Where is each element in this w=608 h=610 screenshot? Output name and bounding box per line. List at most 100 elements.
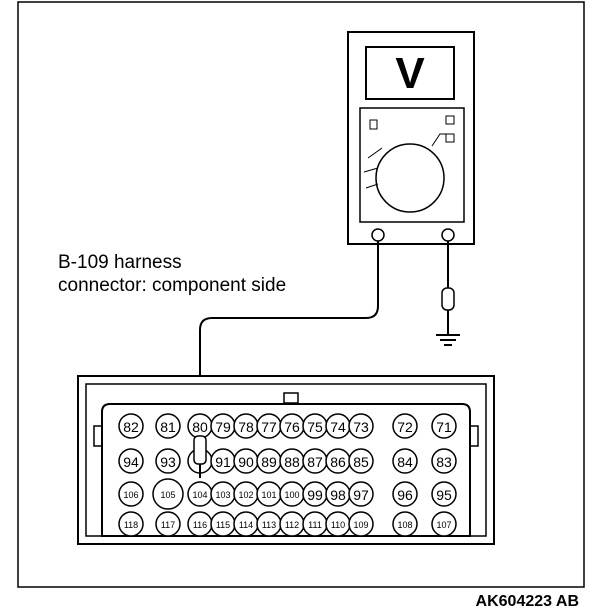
connector-pin-79: 79 xyxy=(210,413,236,439)
connector-pin-102: 102 xyxy=(233,481,259,507)
connector-pin-111: 111 xyxy=(302,511,328,537)
pin-circle xyxy=(118,448,144,474)
connector-pin-75: 75 xyxy=(302,413,328,439)
pin-circle xyxy=(392,448,418,474)
probe-tip-icon xyxy=(193,435,207,465)
connector-pin-87: 87 xyxy=(302,448,328,474)
pin-number: 109 xyxy=(353,520,368,530)
connector-pin-93: 93 xyxy=(155,448,181,474)
pin-number: 87 xyxy=(307,454,323,470)
connector-pin-73: 73 xyxy=(348,413,374,439)
harness-label-line1: B-109 harness xyxy=(58,252,182,273)
pin-circle xyxy=(348,413,374,439)
dial-pointer xyxy=(431,133,446,147)
pin-number: 101 xyxy=(261,490,276,500)
pin-number: 103 xyxy=(215,490,230,500)
pin-circle xyxy=(392,511,418,537)
pin-circle xyxy=(348,481,374,507)
pin-number: 95 xyxy=(436,487,452,503)
connector-pin-107: 107 xyxy=(431,511,457,537)
pin-circle xyxy=(431,448,457,474)
pin-circle xyxy=(392,413,418,439)
pin-number: 91 xyxy=(215,454,231,470)
pin-circle xyxy=(155,511,181,537)
dial-markings xyxy=(363,147,383,189)
connector-pin-104: 104 xyxy=(187,481,213,507)
multimeter: V xyxy=(347,31,475,245)
pin-number: 102 xyxy=(238,490,253,500)
connector-pin-117: 117 xyxy=(155,511,181,537)
probe-lead xyxy=(199,241,379,446)
connector-pin-76: 76 xyxy=(279,413,305,439)
pin-circle xyxy=(348,448,374,474)
pin-circle xyxy=(431,481,457,507)
connector-pin-85: 85 xyxy=(348,448,374,474)
connector-pin-105: 105 xyxy=(152,478,184,510)
pin-circle xyxy=(431,413,457,439)
connector-pin-98: 98 xyxy=(325,481,351,507)
harness-label-line2: connector: component side xyxy=(58,275,286,296)
pin-number: 94 xyxy=(123,454,139,470)
pin-number: 99 xyxy=(307,487,323,503)
pin-number: 98 xyxy=(330,487,346,503)
pin-number: 96 xyxy=(397,487,413,503)
connector-pin-74: 74 xyxy=(325,413,351,439)
pin-circle xyxy=(155,448,181,474)
pin-number: 118 xyxy=(124,520,138,530)
pin-number: 116 xyxy=(193,520,207,530)
connector-pin-100: 100 xyxy=(279,481,305,507)
pin-number: 79 xyxy=(215,419,231,435)
pin-number: 105 xyxy=(160,490,175,500)
pin-circle xyxy=(431,511,457,537)
mode-button-icon xyxy=(445,115,455,125)
pin-number: 114 xyxy=(239,520,253,530)
pin-number: 74 xyxy=(330,419,346,435)
connector-pin-110: 110 xyxy=(325,511,351,537)
pin-number: 110 xyxy=(331,520,345,530)
connector-pin-72: 72 xyxy=(392,413,418,439)
multimeter-panel xyxy=(359,107,465,223)
connector-pin-90: 90 xyxy=(233,448,259,474)
diagram-frame xyxy=(17,1,585,588)
mode-button-icon xyxy=(445,133,455,143)
pin-number: 71 xyxy=(436,419,452,435)
pin-number: 85 xyxy=(353,454,369,470)
connector-pin-71: 71 xyxy=(431,413,457,439)
connector-pin-97: 97 xyxy=(348,481,374,507)
pin-number: 82 xyxy=(123,419,139,435)
connector-pin-116: 116 xyxy=(187,511,213,537)
connector-pin-99: 99 xyxy=(302,481,328,507)
pin-number: 78 xyxy=(238,419,254,435)
pin-circle xyxy=(155,413,181,439)
connector-pin-84: 84 xyxy=(392,448,418,474)
pin-number: 97 xyxy=(353,487,369,503)
pin-circle xyxy=(392,481,418,507)
connector-pin-77: 77 xyxy=(256,413,282,439)
pin-number: 81 xyxy=(160,419,176,435)
pin-number: 86 xyxy=(330,454,346,470)
pin-number: 100 xyxy=(284,490,299,500)
ground-probe-icon xyxy=(441,287,455,311)
display-symbol: V xyxy=(395,49,425,98)
pin-circle xyxy=(118,481,144,507)
pin-number: 108 xyxy=(397,520,412,530)
connector-pin-101: 101 xyxy=(256,481,282,507)
connector-pin-103: 103 xyxy=(210,481,236,507)
probe-jack-v xyxy=(441,228,455,242)
pin-circle xyxy=(348,511,374,537)
pin-number: 93 xyxy=(160,454,176,470)
pin-number: 80 xyxy=(192,419,208,435)
pin-circle xyxy=(152,478,184,510)
connector-pin-96: 96 xyxy=(392,481,418,507)
connector-pin-108: 108 xyxy=(392,511,418,537)
figure-code: AK604223 AB xyxy=(476,593,579,610)
pin-number: 84 xyxy=(397,454,413,470)
multimeter-display xyxy=(365,46,455,100)
connector-pin-112: 112 xyxy=(279,511,305,537)
connector-pin-91: 91 xyxy=(210,448,236,474)
connector-pin-80: 80 xyxy=(187,413,213,439)
probe-jack-com xyxy=(371,228,385,242)
pin-number: 77 xyxy=(261,419,277,435)
